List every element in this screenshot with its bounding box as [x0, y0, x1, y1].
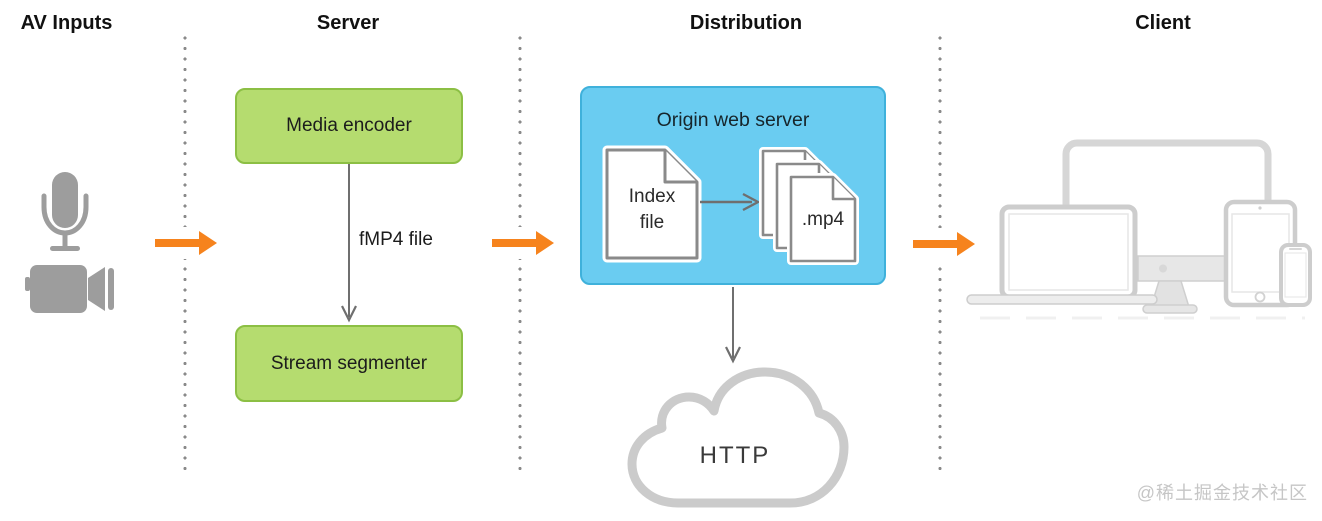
origin-to-http-arrow [725, 287, 741, 364]
mp4-label: .mp4 [801, 209, 845, 230]
index-file-label: Index file [628, 186, 676, 233]
microphone-icon [41, 172, 89, 251]
phone-icon [1279, 243, 1312, 307]
flow-arrow-server-to-distribution [492, 227, 554, 259]
http-cloud-icon [627, 367, 849, 508]
section-title-av-inputs: AV Inputs [20, 12, 113, 34]
mp4-document-stack-icon [759, 147, 859, 265]
av-input-icons [25, 172, 114, 313]
section-title-client: Client [1135, 12, 1191, 34]
section-title-distribution: Distribution [689, 12, 803, 34]
flow-arrow-distribution-to-client [913, 228, 975, 260]
watermark: @稀土掘金技术社区 [1136, 483, 1308, 503]
video-camera-icon [25, 265, 114, 313]
fmp4-file-label: fMP4 file [359, 229, 433, 250]
media-encoder-box: Media encoder [235, 88, 463, 164]
media-encoder-label: Media encoder [286, 115, 412, 136]
origin-web-server-title: Origin web server [656, 109, 810, 131]
http-label: HTTP [699, 442, 771, 469]
client-devices [966, 139, 1312, 320]
stream-segmenter-label: Stream segmenter [270, 352, 428, 374]
section-title-server: Server [316, 12, 380, 34]
flow-arrow-inputs-to-server [155, 227, 217, 259]
laptop-icon [966, 204, 1158, 305]
encoder-to-segmenter-arrow [341, 164, 357, 323]
index-to-mp4-arrow [700, 192, 761, 212]
stream-segmenter-box: Stream segmenter [235, 325, 463, 402]
index-file-document-icon [602, 145, 702, 263]
